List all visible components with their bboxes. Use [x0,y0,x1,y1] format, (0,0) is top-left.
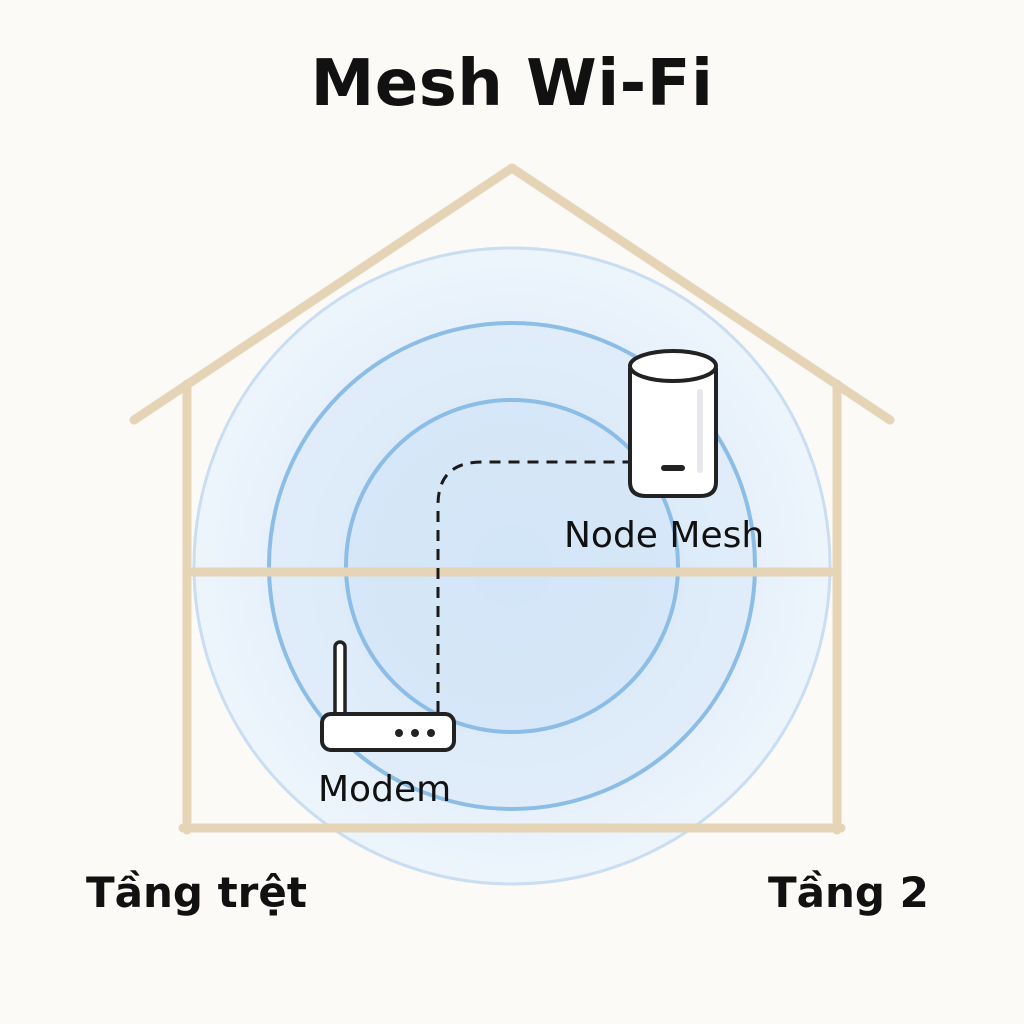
mesh-node-icon [628,349,718,498]
second-floor-label: Tầng 2 [768,868,929,917]
mesh-node-label: Node Mesh [564,515,765,556]
router-antenna [333,640,347,722]
house-roof [129,163,895,425]
signal-ring-inner [344,398,680,734]
ground-floor-label: Tầng trệt [86,868,307,917]
modem-label: Modem [318,769,452,810]
wifi-signal-rings-icon [192,246,832,886]
page-title: Mesh Wi-Fi [310,47,714,121]
router-body [320,712,456,752]
house-outline-icon [129,163,895,835]
mesh-node-status-light [661,465,685,471]
router-icon [320,640,456,752]
connection-line [436,460,628,712]
